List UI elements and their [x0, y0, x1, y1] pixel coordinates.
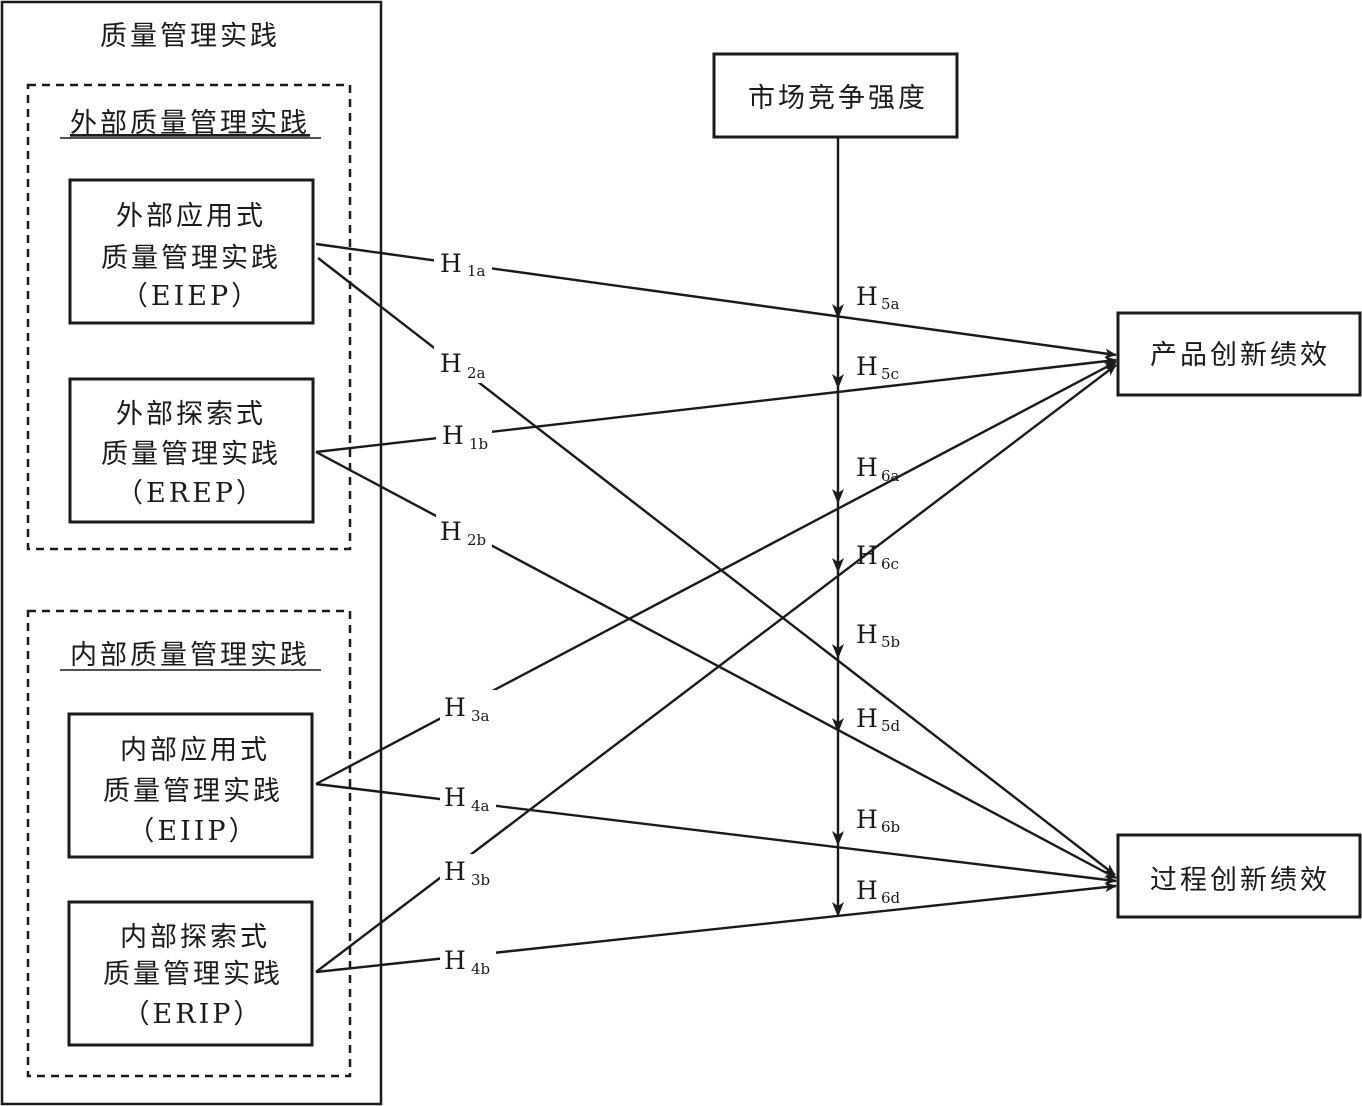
svg-text:市场竞争强度: 市场竞争强度: [748, 83, 928, 114]
svg-text:（EREP）: （EREP）: [116, 478, 266, 509]
svg-text:H: H: [856, 805, 878, 834]
svg-text:（EIEP）: （EIEP）: [121, 281, 261, 312]
svg-text:H: H: [444, 693, 466, 722]
svg-text:（ERIP）: （ERIP）: [123, 999, 264, 1030]
node-eiep: 外部应用式 质量管理实践 （EIEP）: [68, 178, 315, 325]
moderator-arrow-h5d: [832, 718, 844, 733]
svg-text:H: H: [856, 541, 878, 570]
moderator-arrow-h5c: [832, 374, 844, 389]
svg-text:内部应用式: 内部应用式: [120, 735, 270, 766]
label-h5d: H 5d: [856, 704, 901, 735]
svg-text:3a: 3a: [471, 707, 490, 725]
svg-text:H: H: [444, 857, 466, 886]
svg-text:内部探索式: 内部探索式: [120, 922, 270, 953]
svg-text:H: H: [856, 876, 878, 905]
svg-text:5b: 5b: [881, 633, 900, 651]
svg-text:H: H: [440, 249, 462, 278]
svg-text:外部探索式: 外部探索式: [116, 399, 266, 430]
hypothesis-labels: H 1a H 2a H 1b H 2b H 3a H 4a: [434, 246, 901, 980]
label-h4b: H 4b: [440, 944, 496, 980]
svg-text:H: H: [444, 783, 466, 812]
moderator-arrow-h6b: [832, 831, 844, 846]
svg-text:6b: 6b: [881, 818, 900, 836]
svg-text:1a: 1a: [467, 262, 486, 280]
svg-text:H: H: [856, 453, 878, 482]
label-h6b: H 6b: [856, 805, 900, 836]
svg-text:H: H: [444, 946, 466, 975]
node-erep: 外部探索式 质量管理实践 （EREP）: [68, 377, 315, 524]
svg-text:质量管理实践: 质量管理实践: [101, 243, 281, 274]
label-h4a: H 4a: [440, 781, 496, 817]
label-h3b: H 3b: [440, 854, 496, 890]
svg-text:H: H: [440, 349, 462, 378]
svg-text:H: H: [442, 421, 464, 450]
svg-text:2b: 2b: [467, 531, 486, 549]
edge-h3b: [315, 364, 1117, 973]
svg-text:1b: 1b: [469, 435, 488, 453]
internal-qm-group: [26, 609, 352, 1078]
quality-management-practice-frame: [0, 0, 383, 1106]
svg-text:2a: 2a: [467, 364, 486, 382]
moderator-arrow-h6a: [832, 489, 844, 504]
external-qm-group: [26, 83, 352, 551]
svg-text:（EIIP）: （EIIP）: [127, 816, 258, 847]
external-qm-title: 外部质量管理实践: [70, 108, 310, 139]
svg-text:5d: 5d: [881, 717, 901, 735]
node-product-innovation: 产品创新绩效: [1116, 311, 1362, 397]
svg-text:H: H: [856, 620, 878, 649]
node-eiip: 内部应用式 质量管理实践 （EIIP）: [67, 712, 314, 859]
svg-text:5a: 5a: [881, 295, 900, 313]
svg-text:H: H: [856, 282, 878, 311]
node-market-competition: 市场竞争强度: [712, 52, 959, 139]
moderator-arrow-h5b: [832, 644, 844, 659]
internal-qm-title: 内部质量管理实践: [70, 640, 310, 671]
moderator-arrow-h5a: [832, 304, 844, 319]
moderator-arrow-h6c: [832, 558, 844, 573]
svg-text:外部应用式: 外部应用式: [116, 201, 266, 232]
label-h2a: H 2a: [434, 345, 492, 383]
svg-text:5c: 5c: [881, 365, 899, 383]
quality-management-practice-title: 质量管理实践: [100, 21, 280, 52]
label-h6c: H 6c: [856, 541, 899, 573]
edge-h4a: [315, 782, 1117, 885]
label-h5a: H 5a: [856, 282, 900, 313]
node-erip: 内部探索式 质量管理实践 （ERIP）: [67, 900, 314, 1047]
svg-text:6c: 6c: [881, 555, 899, 573]
svg-text:H: H: [440, 517, 462, 546]
edge-h4b: [315, 882, 1117, 974]
svg-text:产品创新绩效: 产品创新绩效: [1150, 340, 1330, 371]
label-h5b: H 5b: [856, 620, 900, 651]
label-h6d: H 6d: [856, 876, 901, 907]
svg-text:H: H: [856, 704, 878, 733]
label-h1b: H 1b: [436, 418, 492, 454]
label-h6a: H 6a: [856, 453, 900, 485]
svg-text:4b: 4b: [471, 960, 490, 978]
node-process-innovation: 过程创新绩效: [1116, 833, 1362, 919]
label-h3a: H 3a: [440, 690, 496, 726]
label-h5c: H 5c: [856, 352, 899, 383]
svg-text:H: H: [856, 352, 878, 381]
svg-text:质量管理实践: 质量管理实践: [103, 959, 283, 990]
svg-text:4a: 4a: [471, 797, 490, 815]
label-h2b: H 2b: [436, 515, 492, 551]
svg-text:质量管理实践: 质量管理实践: [103, 776, 283, 807]
svg-text:质量管理实践: 质量管理实践: [101, 439, 281, 470]
svg-text:过程创新绩效: 过程创新绩效: [1150, 865, 1330, 896]
moderator-arrow-h6d: [832, 902, 844, 917]
svg-text:6d: 6d: [881, 889, 901, 907]
label-h1a: H 1a: [434, 246, 492, 280]
moderator-arrowheads: [832, 304, 844, 917]
svg-text:6a: 6a: [881, 467, 900, 485]
svg-text:3b: 3b: [471, 871, 490, 889]
